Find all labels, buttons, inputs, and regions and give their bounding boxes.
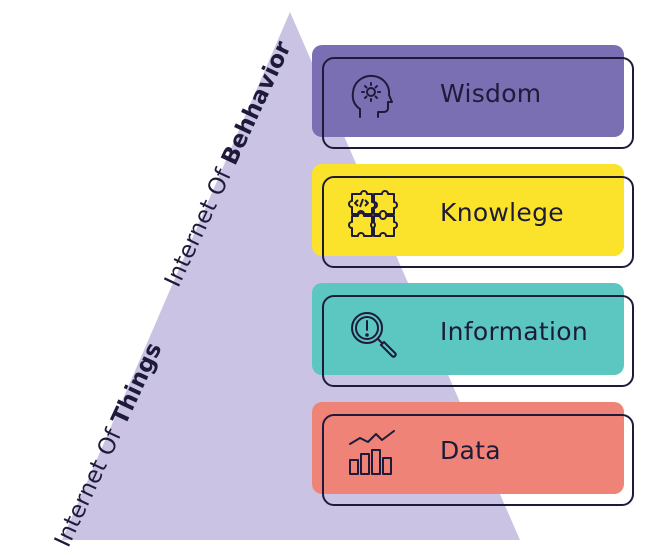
level-card-knowledge: Knowlege xyxy=(312,164,634,268)
level-title-knowledge: Knowlege xyxy=(440,198,564,227)
data-fill xyxy=(312,402,624,494)
knowledge-fill xyxy=(312,164,624,256)
knowledge-outline xyxy=(322,176,634,268)
information-fill xyxy=(312,283,624,375)
information-outline xyxy=(322,295,634,387)
magnifier-exclamation-icon xyxy=(351,312,397,358)
level-card-wisdom: Wisdom xyxy=(312,45,634,149)
wisdom-outline xyxy=(322,57,634,149)
level-title-wisdom: Wisdom xyxy=(440,79,542,108)
head-gear-icon xyxy=(351,74,393,118)
level-title-information: Information xyxy=(440,317,589,346)
data-outline xyxy=(322,414,634,506)
level-title-data: Data xyxy=(440,436,501,465)
level-card-information: Information xyxy=(312,283,634,387)
puzzle-icon xyxy=(348,190,398,237)
level-card-data: Data xyxy=(312,402,634,506)
bar-chart-trend-icon xyxy=(349,430,395,475)
